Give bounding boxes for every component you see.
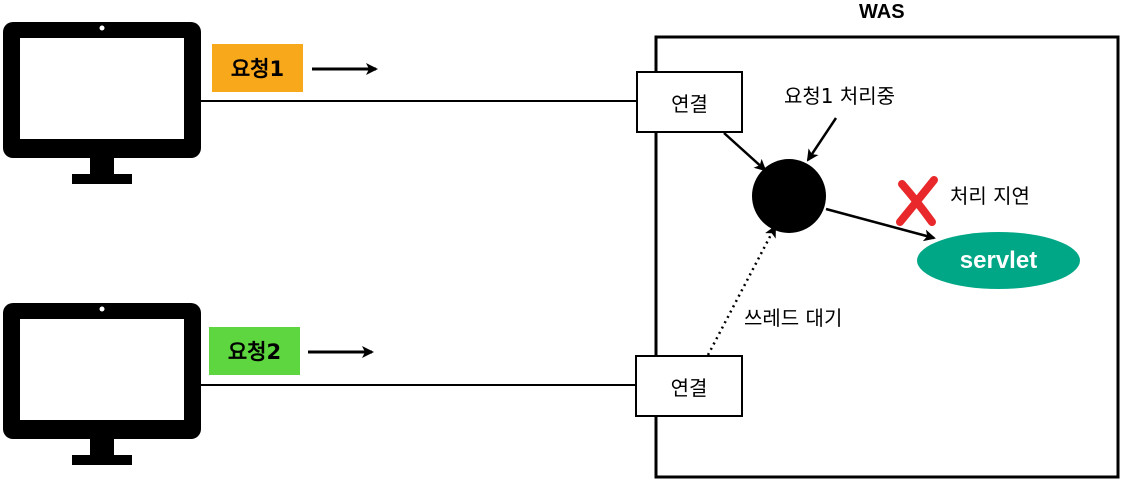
connection-label-2: 연결	[670, 375, 708, 400]
thread-wait-annotation: 쓰레드 대기	[744, 306, 843, 330]
thread-circle	[752, 159, 826, 233]
delay-annotation: 처리 지연	[950, 184, 1030, 208]
request-label-1: 요청1	[230, 57, 285, 81]
delay-x-icon	[896, 176, 938, 226]
servlet-label: servlet	[959, 246, 1038, 274]
request-label-2: 요청2	[227, 340, 282, 364]
thread-wait-arrow	[706, 225, 777, 356]
servlet-node: servlet	[917, 232, 1080, 289]
request-tag-1: 요청1	[212, 44, 303, 92]
client-monitor-2	[3, 303, 201, 465]
request-tag-2: 요청2	[209, 327, 300, 375]
processing-annotation: 요청1 처리중	[784, 84, 896, 108]
thread-to-servlet-arrow	[825, 207, 936, 242]
connection-label-1: 연결	[671, 91, 708, 116]
was-container	[654, 35, 1120, 479]
processing-pointer-arrow	[806, 117, 838, 162]
was-title: WAS	[859, 1, 905, 23]
connection-box-2: 연결	[635, 355, 743, 417]
connection-box-1: 연결	[636, 71, 743, 133]
connection-to-thread-arrow	[723, 132, 767, 172]
client-monitor-1	[3, 22, 201, 184]
